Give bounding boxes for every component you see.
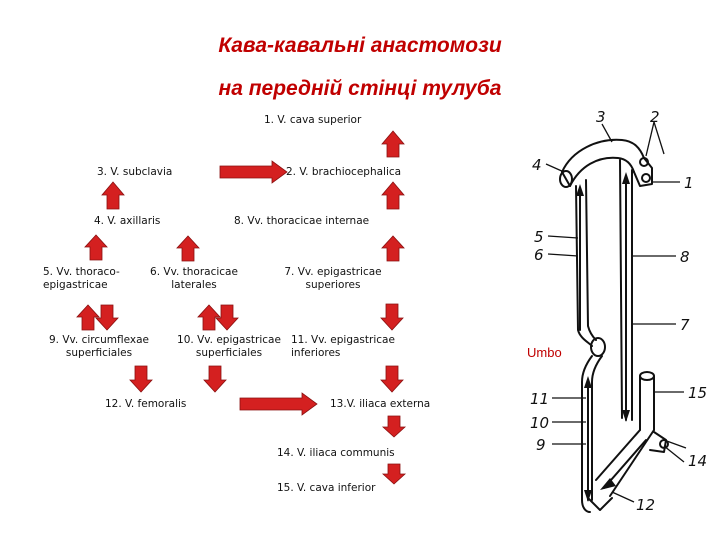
thoracic-vessel-outer (575, 185, 593, 347)
arrow-up-to-thoracicae-internae (381, 235, 405, 262)
ivc-top (639, 371, 655, 381)
label-vena-cava-inferior: 15. V. cava inferior (277, 482, 376, 494)
leader-14b (663, 439, 687, 449)
iliac-knob (649, 431, 667, 453)
thoracic-vessel-inner (585, 179, 597, 341)
label-femoralis: 12. V. femoralis (105, 398, 187, 410)
fig-number-5: 5 (534, 228, 544, 246)
femoral-end (587, 497, 613, 511)
arrow-down-to-iliaca-communis (381, 415, 407, 438)
label-subclavia: 3. V. subclavia (97, 166, 173, 178)
arrow-up-to-axillaris-left (84, 234, 108, 261)
title-line-1: Кава-кавальні анастомози (218, 34, 502, 57)
label-epigastricae-superiores: 7. Vv. epigastricae superiores (278, 266, 388, 292)
knob-bottom (641, 173, 651, 183)
umbo-node (590, 337, 606, 357)
leader-12 (611, 491, 635, 503)
title-line-2: на передній стінці тулуба (218, 77, 502, 100)
label-epigastricae-superficiales-line2: superficiales (195, 347, 263, 359)
fig-number-10: 10 (530, 414, 549, 432)
fig-number-11: 11 (530, 390, 549, 408)
iliac-right-branch (609, 429, 655, 497)
label-circumflexae-line1: 9. Vv. circumflexae (48, 334, 150, 346)
flow-arrowhead-right (622, 172, 630, 184)
fig-number-12: 12 (636, 496, 655, 514)
arrow-up-to-brachiocephalica (381, 181, 405, 210)
arrow-down-from-thoraco-epigastricae (95, 304, 119, 331)
fig-number-7: 7 (680, 316, 690, 334)
label-axillaris: 4. V. axillaris (94, 215, 161, 227)
arrow-down-from-epigastricae-inferiores (380, 365, 404, 393)
label-epigastricae-superiores-line1: 7. Vv. epigastricae (284, 266, 382, 278)
arrow-up-to-vena-cava-superior (381, 130, 405, 158)
label-thoracicae-laterales-line2: laterales (171, 279, 217, 291)
leader-2b (653, 121, 665, 155)
leader-6 (547, 253, 579, 257)
left-vessel-end (559, 170, 573, 188)
flow-arrowhead-right-down (622, 410, 630, 422)
fig-number-14: 14 (688, 452, 707, 470)
flow-arrowhead-iliac (600, 478, 616, 490)
arrow-up-to-thoraco-epigastricae (76, 304, 100, 331)
label-thoraco-epigastricae-line2: epigastricae (43, 279, 108, 291)
fig-number-2: 2 (650, 108, 660, 126)
leader-3 (601, 123, 613, 143)
fig-number-9: 9 (536, 436, 546, 454)
leader-5 (547, 235, 579, 239)
arrow-up-to-subclavia (101, 181, 125, 210)
right-vessel-outer (619, 159, 623, 419)
label-circumflexae-line2: superficiales (65, 347, 133, 359)
label-thoracicae-laterales: 6. Vv. thoracicae laterales (144, 266, 244, 292)
arch-outer (561, 138, 645, 173)
lower-vessel-inner (591, 355, 603, 501)
label-brachiocephalica: 2. V. brachiocephalica (286, 166, 402, 178)
arrow-down-from-circumflexae (129, 365, 153, 393)
right-tributary (633, 157, 653, 187)
label-epigastricae-inferiores-line1: 11. Vv. epigastricae (291, 334, 395, 346)
arrow-down-from-epigastricae-superiores (380, 303, 404, 331)
flow-arrowhead-thoracic (576, 184, 584, 196)
arrow-down-from-epigastricae-superficiales (203, 365, 227, 393)
fig-number-6: 6 (534, 246, 544, 264)
label-thoracicae-internae: 8. Vv. thoracicae internae (234, 215, 370, 227)
umbo-label: Umbo (527, 345, 562, 360)
label-iliaca-externa: 13.V. iliaca externa (330, 398, 431, 410)
label-circumflexae-superficiales: 9. Vv. circumflexae superficiales (42, 334, 156, 360)
arch-inner (569, 156, 635, 187)
arch-left-cap (561, 171, 571, 187)
arrow-right-subclavia-to-brachiocephalica (219, 160, 288, 184)
fig-number-15: 15 (688, 384, 707, 402)
fig-number-4: 4 (532, 156, 542, 174)
fig-number-1: 1 (684, 174, 694, 192)
arrow-down-to-vena-cava-inferior (381, 463, 407, 485)
label-epigastricae-superficiales-line1: 10. Vv. epigastricae (177, 334, 281, 346)
iliac-left-branch (595, 429, 641, 481)
label-thoracicae-laterales-line1: 6. Vv. thoracicae (150, 266, 238, 278)
flow-arrowhead-lower-down (584, 490, 592, 502)
label-iliaca-communis: 14. V. iliaca communis (277, 447, 395, 459)
leader-2a (645, 121, 655, 157)
label-thoraco-epigastricae: 5. Vv. thoraco- epigastricae (43, 266, 120, 292)
label-epigastricae-superiores-line2: superiores (305, 279, 361, 291)
arrow-up-to-thoracicae-laterales (197, 304, 221, 331)
leader-4 (545, 163, 565, 173)
arrow-down-from-thoracicae-laterales (215, 304, 239, 331)
arrow-up-to-axillaris-right (176, 235, 200, 262)
fig-number-3: 3 (596, 108, 606, 126)
label-epigastricae-inferiores: 11. Vv. epigastricae inferiores (291, 334, 395, 360)
leader-14a (663, 445, 685, 463)
knob-top (639, 157, 649, 167)
lower-vessel-outer (581, 355, 593, 513)
flow-arrowhead-lower-up (584, 376, 592, 388)
arrow-right-femoralis-to-iliaca-externa (239, 392, 318, 416)
label-thoraco-epigastricae-line1: 5. Vv. thoraco- (43, 266, 120, 278)
label-epigastricae-superficiales: 10. Vv. epigastricae superficiales (172, 334, 286, 360)
label-vena-cava-superior: 1. V. cava superior (264, 114, 362, 126)
label-epigastricae-inferiores-line2: inferiores (291, 347, 341, 359)
fig-number-8: 8 (680, 248, 690, 266)
